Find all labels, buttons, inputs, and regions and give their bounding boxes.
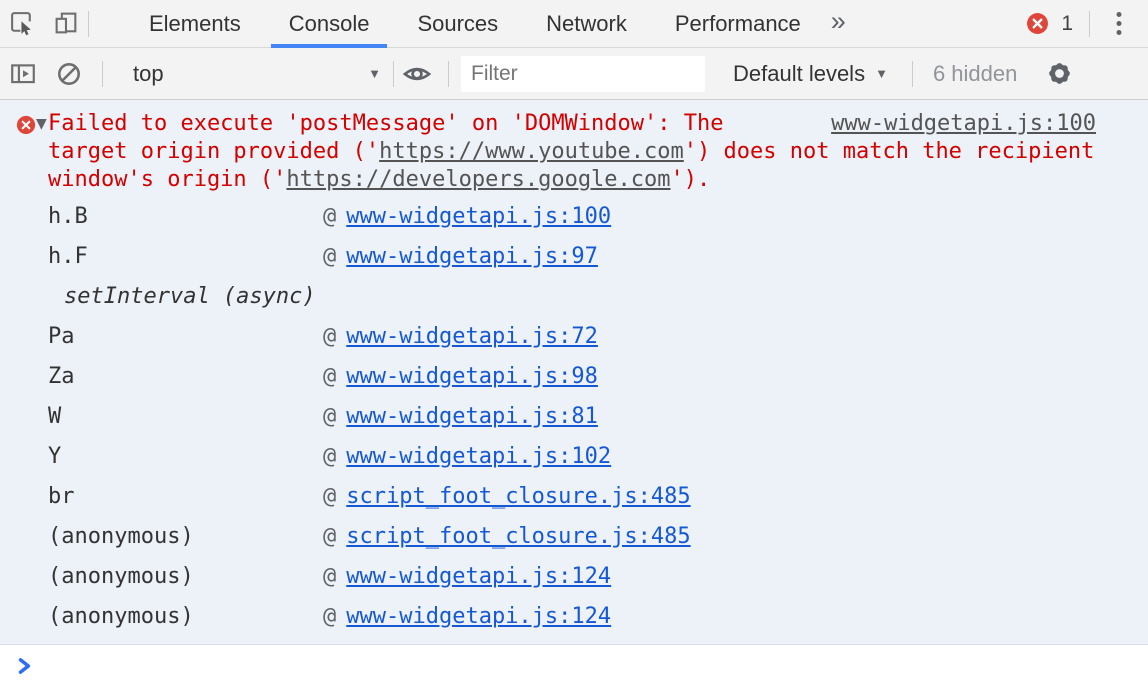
stack-async-label: setInterval (async): [64, 283, 316, 309]
stack-source-link[interactable]: www-widgetapi.js:72: [346, 323, 598, 349]
tab-console[interactable]: Console: [265, 0, 394, 48]
stack-frame-row: (anonymous) @ www-widgetapi.js:124: [48, 596, 1096, 636]
prompt-chevron-icon: [18, 658, 31, 674]
clear-console-icon: [58, 62, 80, 85]
kebab-menu-icon: [1116, 11, 1122, 35]
at-symbol: @: [323, 363, 337, 389]
at-symbol: @: [323, 563, 337, 589]
clear-console-button[interactable]: [46, 48, 92, 99]
stack-source-link[interactable]: www-widgetapi.js:81: [346, 403, 598, 429]
console-toolbar: top ▼ Default levels ▼ 6 hidden: [0, 48, 1148, 100]
stack-function-name: Za: [48, 363, 75, 389]
gear-icon: [1049, 63, 1070, 84]
console-settings-button[interactable]: [1039, 48, 1079, 99]
error-icon: [16, 115, 36, 135]
panel-tabs: Elements Console Sources Network Perform…: [125, 0, 860, 48]
stack-function-name: (anonymous): [48, 603, 194, 629]
stack-async-row: setInterval (async): [48, 276, 1096, 316]
tab-sources[interactable]: Sources: [417, 10, 499, 36]
toggle-device-toolbar-button[interactable]: [44, 0, 88, 47]
at-symbol: @: [323, 403, 337, 429]
stack-source-link[interactable]: script_foot_closure.js:485: [346, 523, 691, 549]
stack-function-name: W: [48, 403, 62, 429]
stack-frame-row: Y @ www-widgetapi.js:102: [48, 436, 1096, 476]
devtools-menu-button[interactable]: [1102, 0, 1136, 47]
live-expression-button[interactable]: [394, 48, 440, 99]
stack-frame-row: br @ script_foot_closure.js:485: [48, 476, 1096, 516]
separator: [1089, 10, 1090, 37]
stack-function-name: h.F: [48, 243, 88, 269]
log-levels-label: Default levels: [733, 60, 866, 86]
at-symbol: @: [323, 203, 337, 229]
tabbar-right-cluster: 1: [1026, 0, 1148, 47]
execution-context-selector[interactable]: top ▼: [109, 48, 393, 99]
hidden-messages-count: 6 hidden: [932, 60, 1018, 86]
chevron-down-icon: ▼: [368, 66, 381, 81]
inspect-cursor-icon: [10, 12, 31, 36]
stack-frame-row: (anonymous) @ www-widgetapi.js:124: [48, 556, 1096, 596]
at-symbol: @: [323, 443, 337, 469]
stack-function-name: br: [48, 483, 75, 509]
chevron-down-icon: ▼: [875, 66, 888, 81]
stack-frame-row: Pa @ www-widgetapi.js:72: [48, 316, 1096, 356]
separator: [911, 60, 913, 87]
stack-source-link[interactable]: www-widgetapi.js:98: [346, 363, 598, 389]
error-source-link[interactable]: www-widgetapi.js:100: [831, 111, 1096, 136]
at-symbol: @: [323, 243, 337, 269]
more-tabs-chevron-icon[interactable]: »: [830, 6, 846, 36]
stack-function-name: h.B: [48, 203, 88, 229]
separator: [393, 60, 394, 87]
collapse-stack-triangle-icon[interactable]: ▼: [36, 116, 47, 132]
device-toolbar-icon: [55, 12, 76, 34]
console-prompt[interactable]: [0, 645, 1148, 689]
separator: [102, 60, 103, 87]
stack-frame-row: W @ www-widgetapi.js:81: [48, 396, 1096, 436]
stack-source-link[interactable]: www-widgetapi.js:97: [346, 243, 598, 269]
stack-source-link[interactable]: www-widgetapi.js:100: [346, 203, 612, 229]
log-levels-dropdown[interactable]: Default levels ▼: [723, 48, 898, 99]
stack-function-name: (anonymous): [48, 563, 194, 589]
developers-origin-link[interactable]: https://developers.google.com: [286, 167, 671, 192]
error-badge-icon[interactable]: [1026, 12, 1049, 35]
error-line-2-text: ') does not match the recipient: [683, 139, 1095, 164]
separator: [88, 10, 89, 37]
console-error-message: ▼ Failed to execute 'postMessage' on 'DO…: [0, 100, 1148, 645]
console-sidebar-icon: [11, 63, 35, 83]
stack-frame-row: h.B @ www-widgetapi.js:100: [48, 196, 1096, 236]
error-line-2-text: target origin provided (': [48, 139, 380, 164]
tab-performance[interactable]: Performance: [674, 10, 801, 36]
stack-function-name: Y: [48, 443, 62, 469]
filter-input[interactable]: [461, 55, 705, 92]
devtools-tab-bar: Elements Console Sources Network Perform…: [0, 0, 1148, 48]
stack-frame-row: h.F @ www-widgetapi.js:97: [48, 236, 1096, 276]
youtube-origin-link[interactable]: https://www.youtube.com: [379, 139, 684, 164]
error-count: 1: [1061, 11, 1073, 35]
stack-function-name: Pa: [48, 323, 75, 349]
tab-elements[interactable]: Elements: [149, 10, 241, 36]
error-message-text: Failed to execute 'postMessage' on 'DOMW…: [48, 110, 1096, 194]
stack-source-link[interactable]: script_foot_closure.js:485: [346, 483, 691, 509]
tab-network[interactable]: Network: [546, 10, 627, 36]
stack-trace: h.B @ www-widgetapi.js:100 h.F @ www-wid…: [48, 196, 1096, 636]
at-symbol: @: [323, 483, 337, 509]
at-symbol: @: [323, 603, 337, 629]
stack-frame-row: (anonymous) @ script_foot_closure.js:485: [48, 516, 1096, 556]
inspect-element-button[interactable]: [0, 0, 44, 47]
error-line-1: Failed to execute 'postMessage' on 'DOMW…: [48, 111, 724, 136]
show-console-sidebar-button[interactable]: [0, 48, 46, 99]
console-messages-area: ▼ Failed to execute 'postMessage' on 'DO…: [0, 100, 1148, 690]
error-line-3-text: window's origin (': [48, 167, 287, 192]
at-symbol: @: [323, 323, 337, 349]
stack-source-link[interactable]: www-widgetapi.js:124: [346, 563, 612, 589]
error-line-3-text: ').: [670, 167, 711, 192]
stack-frame-row: Za @ www-widgetapi.js:98: [48, 356, 1096, 396]
stack-source-link[interactable]: www-widgetapi.js:102: [346, 443, 612, 469]
stack-function-name: (anonymous): [48, 523, 194, 549]
execution-context-label: top: [133, 60, 164, 86]
separator: [448, 60, 449, 87]
at-symbol: @: [323, 523, 337, 549]
stack-source-link[interactable]: www-widgetapi.js:124: [346, 603, 612, 629]
eye-icon: [402, 67, 432, 80]
